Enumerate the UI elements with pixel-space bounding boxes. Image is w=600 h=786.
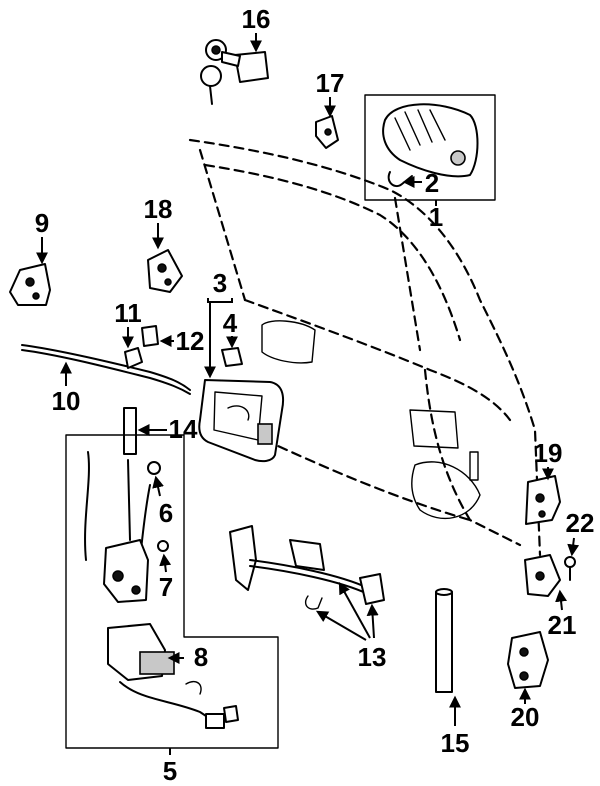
callout-22: 22 bbox=[566, 508, 595, 538]
callout-1: 1 bbox=[429, 202, 443, 232]
door-latch bbox=[103, 539, 149, 603]
callout-5: 5 bbox=[163, 756, 177, 786]
lock-bracket bbox=[147, 249, 183, 293]
callout-3: 3 bbox=[213, 268, 227, 298]
upper-lock-striker bbox=[9, 263, 51, 306]
callout-17: 17 bbox=[316, 68, 345, 98]
callout-15: 15 bbox=[441, 728, 470, 758]
latch-assembly-box bbox=[65, 434, 279, 749]
callout-21: 21 bbox=[548, 610, 577, 640]
door-inner-cutouts bbox=[261, 320, 481, 520]
handle-bezel-clip bbox=[221, 347, 243, 367]
callout-18: 18 bbox=[144, 194, 173, 224]
hinge-pin bbox=[435, 588, 453, 693]
lock-rod-sleeve bbox=[123, 407, 137, 455]
inside-door-handle bbox=[198, 379, 285, 463]
hinge-bolt bbox=[564, 556, 576, 581]
callout-16: 16 bbox=[242, 4, 271, 34]
callout-6: 6 bbox=[159, 498, 173, 528]
lock-cylinder-and-keys bbox=[200, 39, 269, 105]
callout-11: 11 bbox=[114, 298, 142, 328]
callout-12: 12 bbox=[176, 326, 205, 356]
lower-hinge-door-side bbox=[524, 554, 561, 597]
handle-clip bbox=[387, 171, 413, 188]
outside-door-handle bbox=[382, 103, 479, 178]
outside-handle-box bbox=[364, 94, 496, 201]
rod-clip bbox=[124, 347, 143, 369]
rod-clips-small bbox=[147, 461, 169, 552]
callout-9: 9 bbox=[35, 208, 49, 238]
actuator-rod bbox=[21, 344, 191, 395]
callout-10: 10 bbox=[52, 386, 81, 416]
callout-20: 20 bbox=[511, 702, 540, 732]
callout-13: 13 bbox=[358, 642, 387, 672]
door-check-strap bbox=[229, 525, 385, 610]
callout-4: 4 bbox=[223, 308, 238, 338]
callout-8: 8 bbox=[194, 642, 208, 672]
clip-retainer bbox=[141, 325, 159, 347]
callout-19: 19 bbox=[534, 438, 563, 468]
callout-2: 2 bbox=[425, 168, 439, 198]
lower-hinge-body-side bbox=[507, 631, 549, 689]
upper-hinge bbox=[525, 475, 561, 525]
door-outline bbox=[188, 138, 542, 557]
lock-actuator bbox=[107, 623, 239, 729]
callout-14: 14 bbox=[169, 414, 198, 444]
callout-7: 7 bbox=[159, 572, 173, 602]
lock-cylinder-retainer bbox=[315, 115, 339, 149]
